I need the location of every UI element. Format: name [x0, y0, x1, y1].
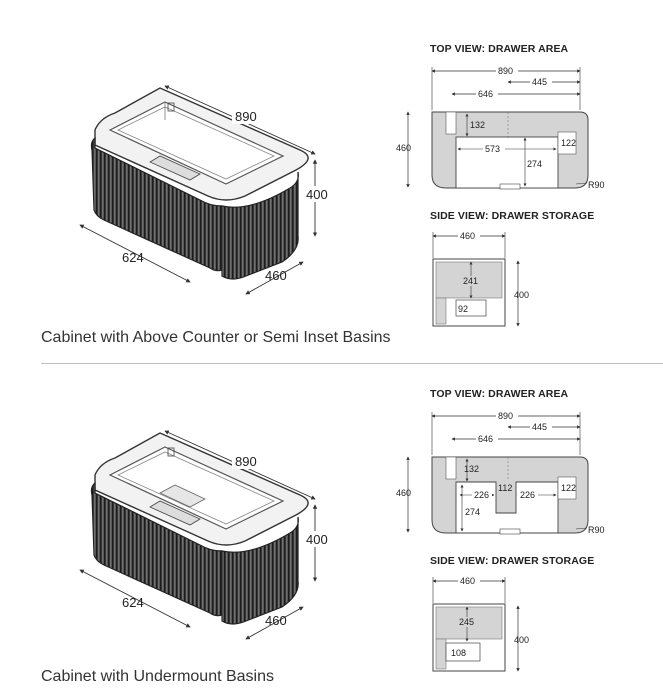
section-undermount: 890 400 624 460 890 6 — [0, 345, 663, 700]
side-view-title: SIDE VIEW: DRAWER STORAGE — [430, 555, 595, 567]
side-lower-label: 92 — [458, 304, 468, 314]
top-inner-width-label: 573 — [485, 144, 500, 154]
cabinet-end-face — [221, 171, 299, 280]
section-divider — [41, 363, 663, 364]
side-upper-label: 241 — [463, 276, 478, 286]
iso-width-label: 890 — [235, 454, 257, 469]
iso-height-label: 400 — [306, 187, 328, 202]
top-inner-depth-label: 274 — [465, 507, 480, 517]
iso-depth-right-label: 460 — [265, 268, 287, 283]
isometric-cabinet: 890 400 624 460 — [79, 85, 331, 295]
side-lower-label: 108 — [451, 648, 466, 658]
top-radius-label: R90 — [588, 525, 605, 535]
top-radius-label: R90 — [588, 180, 605, 190]
top-back-gap-label: 132 — [470, 120, 485, 130]
top-depth-label: 460 — [396, 143, 411, 153]
top-side-gap-label: 122 — [561, 138, 576, 148]
side-view-drawer-storage: 460 400 245 108 — [432, 576, 529, 672]
iso-depth-left-label: 624 — [122, 595, 144, 610]
iso-height-label: 400 — [306, 532, 328, 547]
side-upper-label: 245 — [459, 617, 474, 627]
top-right-span-label: 445 — [532, 77, 547, 87]
side-view-drawer-storage: 460 400 241 92 — [432, 231, 529, 327]
side-width-label: 460 — [460, 576, 475, 586]
top-left-span-label: 646 — [478, 89, 493, 99]
iso-depth-left-label: 624 — [122, 250, 144, 265]
caption-undermount: Cabinet with Undermount Basins — [41, 668, 275, 685]
drawing-above-counter: 890 400 624 460 890 6 — [79, 66, 605, 327]
top-view-title: TOP VIEW: DRAWER AREA — [430, 388, 569, 400]
top-inner-depth-label: 274 — [527, 159, 542, 169]
top-right-box-label: 226 — [520, 490, 535, 500]
top-view-title: TOP VIEW: DRAWER AREA — [430, 43, 569, 55]
side-height-label: 400 — [514, 635, 529, 645]
top-overall-label: 890 — [498, 66, 513, 76]
top-notch-label: 112 — [498, 483, 512, 493]
caption-above-counter: Cabinet with Above Counter or Semi Inset… — [41, 329, 391, 346]
side-view-title: SIDE VIEW: DRAWER STORAGE — [430, 210, 595, 222]
section-above-counter: 890 400 624 460 890 6 — [41, 43, 605, 346]
iso-width-label: 890 — [235, 109, 257, 124]
top-view-drawer-area: 890 646 445 460 132 226 112 226 274 122 … — [396, 411, 605, 535]
isometric-cabinet: 890 400 624 460 — [79, 430, 331, 640]
top-view-drawer-area: 890 646 445 460 132 573 274 122 R90 — [396, 66, 605, 190]
side-width-label: 460 — [460, 231, 475, 241]
top-left-span-label: 646 — [478, 434, 493, 444]
iso-depth-right-label: 460 — [265, 613, 287, 628]
side-height-label: 400 — [514, 290, 529, 300]
cabinet-end-face — [221, 516, 299, 625]
top-depth-label: 460 — [396, 488, 411, 498]
top-overall-label: 890 — [498, 411, 513, 421]
top-side-gap-label: 122 — [561, 483, 576, 493]
drawing-undermount: 890 400 624 460 890 6 — [79, 411, 605, 672]
top-back-gap-label: 132 — [464, 464, 479, 474]
top-right-span-label: 445 — [532, 422, 547, 432]
top-left-box-label: 226 — [474, 490, 489, 500]
